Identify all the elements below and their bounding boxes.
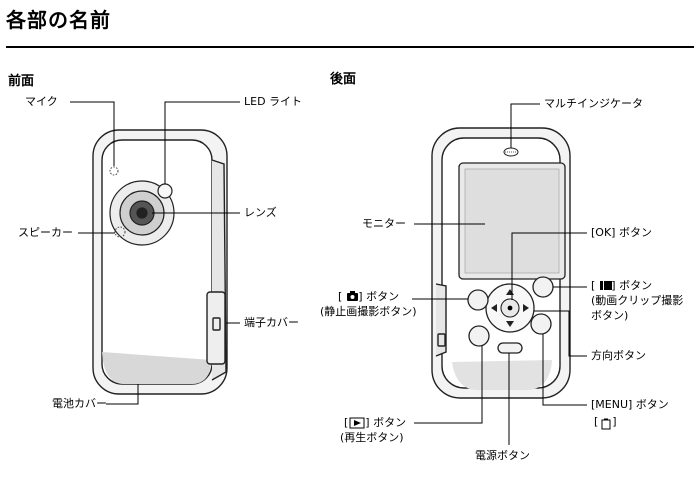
front-leader-lines bbox=[70, 101, 240, 405]
play-button-label: [ ] ボタン bbox=[344, 416, 406, 430]
direction-pad bbox=[485, 283, 535, 333]
play-button-sublabel: (再生ボタン) bbox=[340, 431, 404, 444]
front-heading: 前面 bbox=[8, 74, 35, 89]
monitor-label: モニター bbox=[362, 217, 406, 230]
trash-glyph-icon bbox=[601, 418, 611, 430]
menu-button-sublabel-post: ] bbox=[612, 415, 617, 428]
back-heading: 後面 bbox=[330, 72, 357, 87]
play-glyph-icon bbox=[349, 417, 365, 429]
video-button bbox=[532, 276, 554, 298]
video-button-sublabel-2: ボタン) bbox=[591, 309, 629, 322]
play-button-label-pre: [ bbox=[344, 416, 349, 429]
video-glyph-icon bbox=[600, 281, 612, 290]
speaker-label: スピーカー bbox=[18, 226, 73, 239]
title-rule bbox=[6, 46, 694, 48]
camera-button-label: [ ] ボタン bbox=[338, 290, 399, 304]
ok-button-label: [OK] ボタン bbox=[591, 226, 652, 239]
menu-button-sublabel-pre: [ bbox=[594, 415, 599, 428]
front-mic-icon bbox=[109, 166, 119, 176]
video-button-sublabel-1: (動画クリップ撮影 bbox=[591, 294, 684, 307]
multi-indicator-label: マルチインジケータ bbox=[544, 97, 643, 110]
menu-button bbox=[530, 313, 552, 335]
front-camera-body bbox=[92, 129, 228, 395]
front-led-icon bbox=[157, 183, 173, 199]
power-button bbox=[497, 342, 523, 354]
direction-button-label: 方向ボタン bbox=[591, 349, 646, 362]
back-leader-lines bbox=[412, 103, 587, 445]
camera-button-sublabel: (静止画撮影ボタン) bbox=[320, 305, 417, 318]
led-label: LED ライト bbox=[244, 95, 303, 108]
battery-cover-label: 電池カバー bbox=[52, 397, 107, 410]
multi-indicator-icon bbox=[503, 147, 519, 157]
camera-button-label-post: ] ボタン bbox=[358, 290, 400, 303]
camera-button-label-pre: [ bbox=[338, 290, 343, 303]
front-speaker-icon bbox=[114, 226, 126, 238]
menu-button-label: [MENU] ボタン bbox=[591, 398, 669, 411]
terminal-cover-label: 端子カバー bbox=[244, 316, 299, 329]
mic-label: マイク bbox=[25, 95, 58, 108]
lens-label: レンズ bbox=[244, 206, 277, 219]
play-button bbox=[468, 325, 490, 347]
play-button-label-post: ] ボタン bbox=[365, 416, 407, 429]
front-lens-icon bbox=[109, 180, 175, 246]
video-button-label: [ ] ボタン bbox=[591, 279, 652, 293]
video-button-label-pre: [ bbox=[591, 279, 596, 292]
camera-button bbox=[467, 289, 489, 311]
page-title: 各部の名前 bbox=[6, 8, 111, 32]
camera-glyph-icon bbox=[347, 291, 358, 301]
power-button-label: 電源ボタン bbox=[475, 449, 530, 462]
video-button-label-post: ] ボタン bbox=[611, 279, 653, 292]
menu-button-sublabel: [] bbox=[594, 415, 617, 429]
